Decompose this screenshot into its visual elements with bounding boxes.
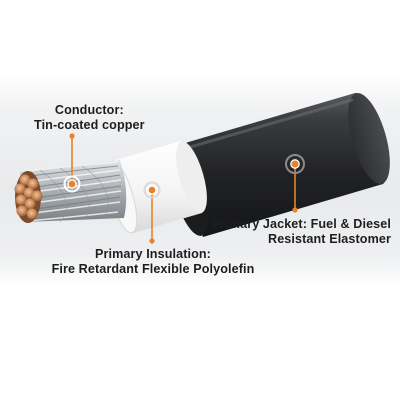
callout-insulation bbox=[143, 181, 161, 244]
jacket-label-title: Primary Jacket: Fuel & Diesel bbox=[211, 217, 391, 231]
insulation-label-detail: Fire Retardant Flexible Polyolefin bbox=[51, 262, 255, 276]
conductor-label-title: Conductor: bbox=[54, 103, 124, 117]
callout-jacket bbox=[285, 154, 305, 213]
conductor-label-detail: Tin-coated copper bbox=[34, 118, 145, 132]
copper-strand-ends bbox=[14, 171, 43, 223]
callout-conductor bbox=[63, 133, 81, 193]
jacket-label: Primary Jacket: Fuel & Diesel Resistant … bbox=[193, 217, 391, 247]
insulation-label-title: Primary Insulation: bbox=[95, 247, 211, 261]
jacket-label-detail: Resistant Elastomer bbox=[268, 232, 391, 246]
conductor-label: Conductor: Tin-coated copper bbox=[34, 103, 145, 133]
insulation-label: Primary Insulation: Fire Retardant Flexi… bbox=[33, 247, 273, 277]
